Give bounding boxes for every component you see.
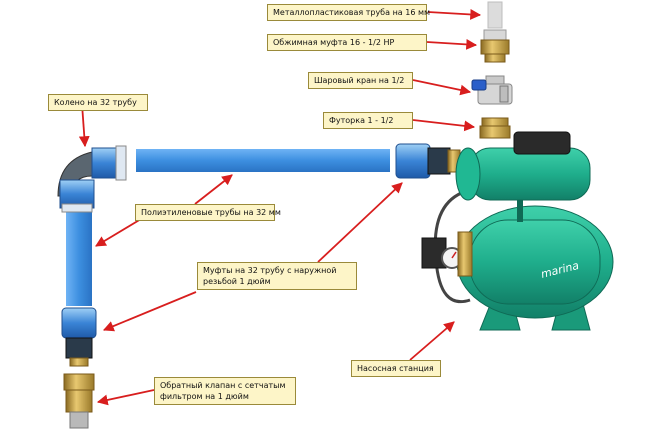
arrow-ball-valve <box>412 79 472 96</box>
label-crimp-coupling: Обжимная муфта 16 - 1/2 НР <box>267 34 427 51</box>
pump-station <box>421 131 614 331</box>
arrow-pe-horizontal <box>194 174 233 205</box>
arrow-pe-vertical <box>95 215 147 247</box>
label-metal-pipe: Металлопластиковая труба на 16 мм <box>267 4 430 21</box>
label-check-valve: Обратный клапан с сетчатым фильтром на 1… <box>154 377 296 405</box>
arrow-bushing <box>412 119 476 132</box>
metal-plastic-pipe <box>487 1 503 29</box>
pe-pipe-vertical <box>66 208 92 306</box>
arrow-coupling-bottom <box>103 291 197 332</box>
bushing <box>479 117 511 139</box>
pe-pipe-horizontal <box>136 149 390 172</box>
pipe-coupling-bottom <box>61 307 97 367</box>
arrow-pump-station <box>409 321 455 361</box>
pipe-coupling-right <box>395 143 461 179</box>
label-check-valve-line1: Обратный клапан с сетчатым <box>160 381 286 390</box>
arrow-elbow <box>78 103 90 148</box>
arrow-coupling-right <box>317 182 403 263</box>
label-couplings: Муфты на 32 трубу с наружной резьбой 1 д… <box>197 262 357 290</box>
label-check-valve-line2: фильтром на 1 дюйм <box>160 392 249 401</box>
callout-arrows <box>78 9 482 406</box>
ball-valve <box>471 75 513 105</box>
label-pump-station: Насосная станция <box>351 360 441 377</box>
arrow-crimp-coupling <box>426 39 478 50</box>
elbow-fitting <box>57 145 127 213</box>
label-couplings-line2: резьбой 1 дюйм <box>203 277 271 286</box>
label-pe-pipes: Полиэтиленовые трубы на 32 мм <box>135 204 281 221</box>
arrow-metal-pipe <box>427 9 482 20</box>
label-couplings-line1: Муфты на 32 трубу с наружной <box>203 266 337 275</box>
check-valve <box>63 373 95 429</box>
label-elbow: Колено на 32 трубу <box>48 94 148 111</box>
label-bushing: Футорка 1 - 1/2 <box>323 112 413 129</box>
arrow-check-valve <box>96 389 155 406</box>
label-ball-valve: Шаровый кран на 1/2 <box>308 72 413 89</box>
crimp-coupling <box>480 29 510 63</box>
